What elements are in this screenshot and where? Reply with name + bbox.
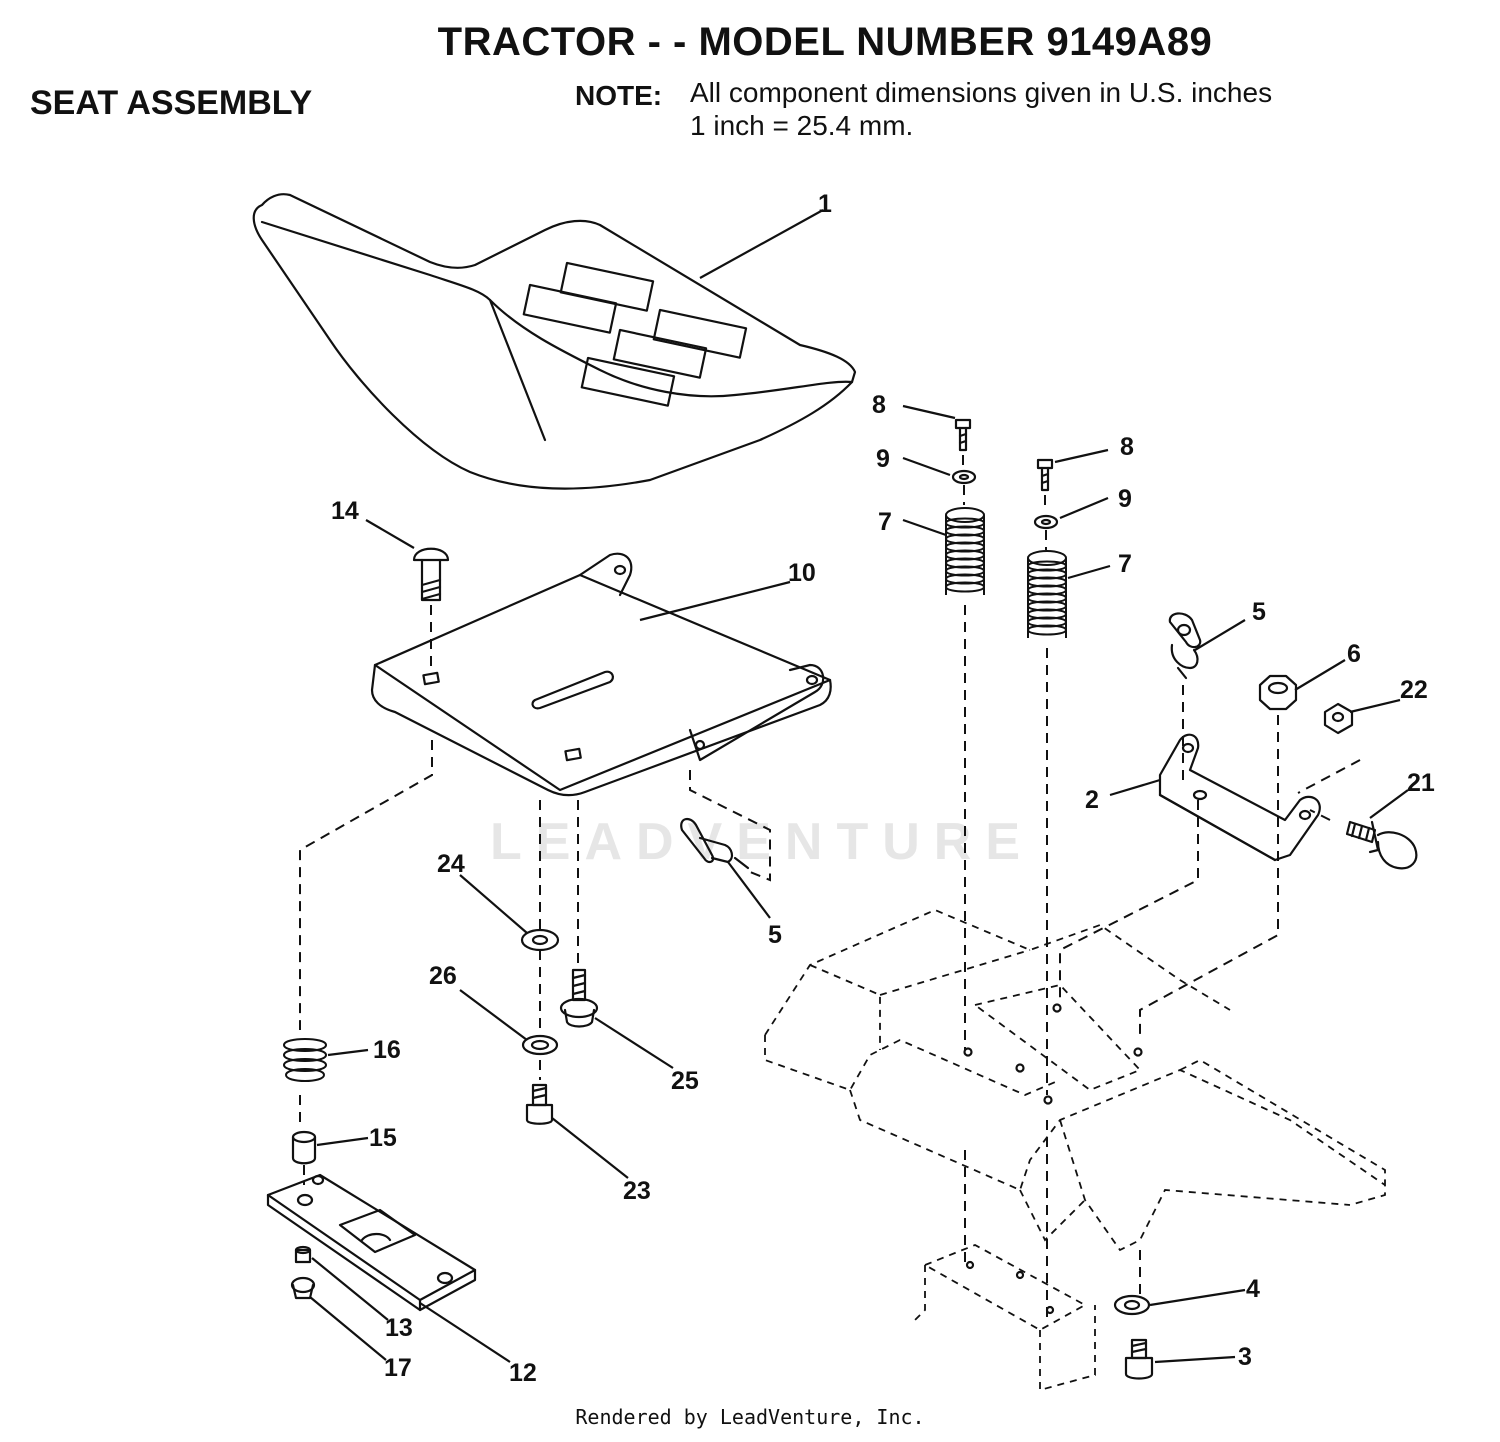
callout-9-right: 9 bbox=[1118, 485, 1132, 513]
bolt-part-13[interactable] bbox=[294, 1245, 312, 1264]
callout-10: 10 bbox=[788, 559, 816, 587]
leader-lines bbox=[309, 209, 1409, 1364]
callout-3: 3 bbox=[1238, 1343, 1252, 1371]
bolt-part-8-right[interactable] bbox=[1036, 458, 1054, 492]
flange-nut-part-17[interactable] bbox=[290, 1276, 316, 1300]
note-text: All component dimensions given in U.S. i… bbox=[690, 76, 1272, 142]
tractor-frame-outline bbox=[764, 909, 1386, 1392]
callout-14: 14 bbox=[331, 497, 359, 525]
callout-12: 12 bbox=[509, 1359, 537, 1387]
spacer-part-15[interactable] bbox=[291, 1130, 317, 1165]
hex-bolt-part-23[interactable] bbox=[525, 1083, 554, 1125]
washer-part-4[interactable] bbox=[1113, 1294, 1151, 1316]
callout-7-right: 7 bbox=[1118, 550, 1132, 578]
note-line-1: All component dimensions given in U.S. i… bbox=[690, 77, 1273, 108]
bolt-part-8-left[interactable] bbox=[954, 418, 972, 452]
nut-part-22[interactable] bbox=[1323, 702, 1354, 735]
spring-part-16[interactable] bbox=[283, 1038, 328, 1082]
callout-5-left: 5 bbox=[768, 921, 782, 949]
washer-part-24[interactable] bbox=[520, 928, 560, 952]
carriage-bolt-part-14[interactable] bbox=[412, 547, 450, 602]
bracket-plate-part-12[interactable] bbox=[266, 1173, 477, 1312]
washer-part-9-left[interactable] bbox=[951, 469, 977, 485]
bracket-part-2[interactable] bbox=[1158, 733, 1321, 862]
note-label: NOTE: bbox=[575, 80, 663, 111]
section-title: SEAT ASSEMBLY bbox=[30, 84, 313, 122]
callout-23: 23 bbox=[623, 1177, 651, 1205]
callout-8-right: 8 bbox=[1120, 433, 1134, 461]
callout-16: 16 bbox=[373, 1036, 401, 1064]
callout-13: 13 bbox=[385, 1314, 413, 1342]
callout-15: 15 bbox=[369, 1124, 397, 1152]
spring-part-7-left[interactable] bbox=[945, 507, 986, 595]
note-line-2: 1 inch = 25.4 mm. bbox=[690, 110, 914, 141]
callout-21: 21 bbox=[1407, 769, 1435, 797]
callout-1: 1 bbox=[818, 190, 832, 218]
callout-4: 4 bbox=[1246, 1275, 1260, 1303]
seat-pan-part-10[interactable] bbox=[370, 552, 832, 797]
nut-part-6[interactable] bbox=[1258, 674, 1298, 711]
callout-17: 17 bbox=[384, 1354, 412, 1382]
spring-part-7-right[interactable] bbox=[1027, 550, 1068, 638]
seat-part-1[interactable] bbox=[252, 193, 857, 490]
clip-part-5-right[interactable] bbox=[1168, 612, 1202, 680]
frame-holes bbox=[963, 1003, 1143, 1315]
callout-22: 22 bbox=[1400, 676, 1428, 704]
callout-6: 6 bbox=[1347, 640, 1361, 668]
page-title: TRACTOR - - MODEL NUMBER 9149A89 bbox=[437, 20, 1213, 64]
shoulder-bolt-part-21[interactable] bbox=[1345, 820, 1418, 870]
callout-labels: 1 8 9 7 8 9 7 5 6 22 21 2 10 14 5 24 26 … bbox=[331, 190, 1435, 1387]
washer-part-9-right[interactable] bbox=[1033, 514, 1059, 530]
callout-26: 26 bbox=[429, 962, 457, 990]
bolt-part-3[interactable] bbox=[1124, 1338, 1154, 1380]
callout-9-left: 9 bbox=[876, 445, 890, 473]
lock-washer-part-26[interactable] bbox=[521, 1034, 559, 1056]
footer-credit: Rendered by LeadVenture, Inc. bbox=[575, 1405, 925, 1429]
callout-25: 25 bbox=[671, 1067, 699, 1095]
callout-24: 24 bbox=[437, 850, 465, 878]
callout-2: 2 bbox=[1085, 786, 1099, 814]
clip-part-5-left[interactable] bbox=[680, 817, 750, 870]
callout-5-right: 5 bbox=[1252, 598, 1266, 626]
shoulder-bolt-part-25[interactable] bbox=[559, 968, 599, 1028]
callout-7-left: 7 bbox=[878, 508, 892, 536]
callout-8-left: 8 bbox=[872, 391, 886, 419]
